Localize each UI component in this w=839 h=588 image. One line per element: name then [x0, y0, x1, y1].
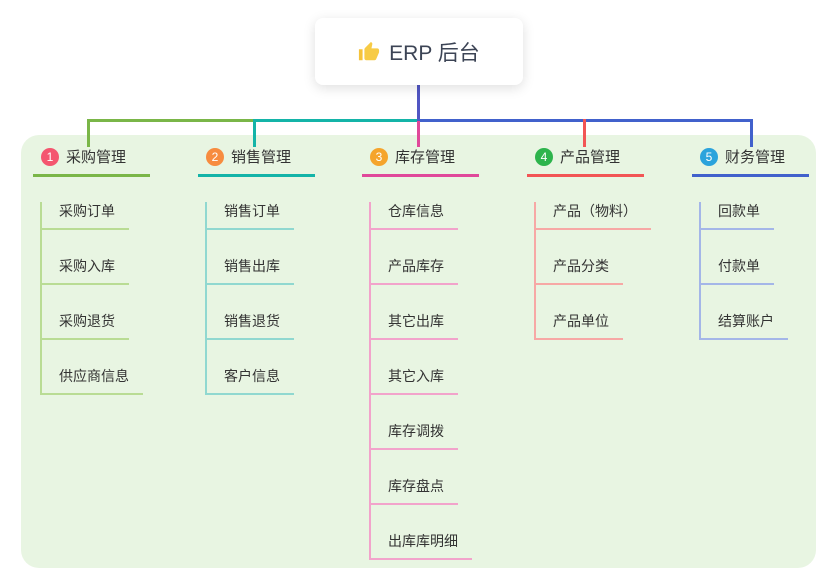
leaf-node[interactable]: 产品（物料） — [536, 202, 651, 230]
leaf-node[interactable]: 销售订单 — [207, 202, 294, 230]
drop-product — [583, 119, 586, 147]
leaf-node[interactable]: 结算账户 — [701, 312, 788, 340]
branch-purchase: 1 采购管理 采购订单 采购入库 采购退货 供应商信息 — [33, 146, 163, 395]
branches-panel — [21, 135, 816, 568]
leaf-node[interactable]: 产品库存 — [371, 257, 458, 285]
leaf-node[interactable]: 其它出库 — [371, 312, 458, 340]
branch-badge-2: 2 — [206, 147, 224, 166]
leaf-node[interactable]: 销售出库 — [207, 257, 294, 285]
branch-children: 采购订单 采购入库 采购退货 供应商信息 — [40, 202, 163, 395]
branch-finance: 5 财务管理 回款单 付款单 结算账户 — [692, 146, 822, 340]
branch-node-purchase[interactable]: 1 采购管理 — [33, 146, 150, 177]
branch-children: 仓库信息 产品库存 其它出库 其它入库 库存调拨 库存盘点 出库库明细 — [369, 202, 492, 560]
leaf-node[interactable]: 出库库明细 — [371, 532, 472, 560]
drop-sales — [253, 119, 256, 147]
branch-title: 销售管理 — [231, 149, 292, 166]
branch-title: 库存管理 — [395, 149, 456, 166]
bus-segment-purchase — [87, 119, 253, 122]
branch-sales: 2 销售管理 销售订单 销售出库 销售退货 客户信息 — [198, 146, 328, 395]
thumbs-up-icon — [358, 41, 380, 63]
root-node[interactable]: ERP 后台 — [315, 18, 523, 85]
branch-node-sales[interactable]: 2 销售管理 — [198, 146, 315, 177]
root-title: ERP 后台 — [389, 41, 480, 65]
branch-node-finance[interactable]: 5 财务管理 — [692, 146, 809, 177]
drop-purchase — [87, 119, 90, 147]
leaf-node[interactable]: 付款单 — [701, 257, 774, 285]
leaf-node[interactable]: 其它入库 — [371, 367, 458, 395]
branch-title: 采购管理 — [66, 149, 127, 166]
drop-inventory — [417, 121, 420, 147]
leaf-node[interactable]: 采购入库 — [42, 257, 129, 285]
branch-title: 产品管理 — [560, 149, 621, 166]
leaf-node[interactable]: 库存盘点 — [371, 477, 458, 505]
leaf-node[interactable]: 库存调拨 — [371, 422, 458, 450]
branch-badge-3: 3 — [370, 147, 388, 166]
leaf-node[interactable]: 仓库信息 — [371, 202, 458, 230]
leaf-node[interactable]: 采购订单 — [42, 202, 129, 230]
drop-finance — [750, 119, 753, 147]
bus-segment-sales — [253, 119, 417, 122]
leaf-node[interactable]: 回款单 — [701, 202, 774, 230]
branch-badge-1: 1 — [41, 147, 59, 166]
root-connector — [417, 85, 420, 121]
branch-children: 销售订单 销售出库 销售退货 客户信息 — [205, 202, 328, 395]
branch-children: 回款单 付款单 结算账户 — [699, 202, 822, 340]
leaf-node[interactable]: 客户信息 — [207, 367, 294, 395]
branch-children: 产品（物料） 产品分类 产品单位 — [534, 202, 657, 340]
branch-node-inventory[interactable]: 3 库存管理 — [362, 146, 479, 177]
branch-badge-5: 5 — [700, 147, 718, 166]
branch-title: 财务管理 — [725, 149, 786, 166]
branch-inventory: 3 库存管理 仓库信息 产品库存 其它出库 其它入库 库存调拨 库存盘点 出库库… — [362, 146, 492, 560]
leaf-node[interactable]: 产品分类 — [536, 257, 623, 285]
branch-product: 4 产品管理 产品（物料） 产品分类 产品单位 — [527, 146, 657, 340]
leaf-node[interactable]: 供应商信息 — [42, 367, 143, 395]
leaf-node[interactable]: 产品单位 — [536, 312, 623, 340]
leaf-node[interactable]: 采购退货 — [42, 312, 129, 340]
branch-node-product[interactable]: 4 产品管理 — [527, 146, 644, 177]
branch-badge-4: 4 — [535, 147, 553, 166]
leaf-node[interactable]: 销售退货 — [207, 312, 294, 340]
